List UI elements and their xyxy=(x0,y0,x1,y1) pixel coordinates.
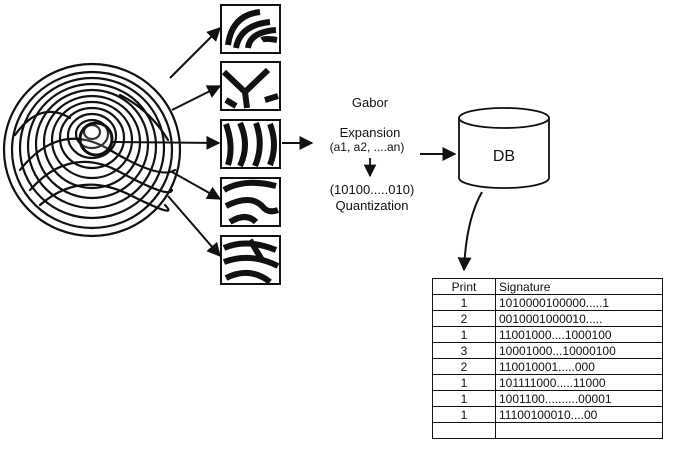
table-row: 3 10001000...10000100 xyxy=(432,342,663,359)
signature-cell: 1010000100000.....1 xyxy=(495,294,663,311)
gabor-patch-2 xyxy=(220,61,281,111)
table-row: 2 110010001.....000 xyxy=(432,358,663,375)
expansion-terms-label: (a1, a2, ....an) xyxy=(329,140,405,154)
gabor-patch-5 xyxy=(220,235,281,285)
print-cell: 2 xyxy=(432,358,496,375)
gabor-patch-4 xyxy=(220,177,281,227)
gabor-patch-3 xyxy=(220,119,281,169)
table-row: 1 1010000100000.....1 xyxy=(432,294,663,311)
table-row: 1 11001000....1000100 xyxy=(432,326,663,343)
print-column-header: Print xyxy=(432,278,496,295)
table-row: 1 11100100010....00 xyxy=(432,406,663,423)
signature-cell: 11001000....1000100 xyxy=(495,326,663,343)
table-row xyxy=(432,422,663,439)
table-row: 2 0010001000010..... xyxy=(432,310,663,327)
print-cell: 2 xyxy=(432,310,496,327)
gabor-patch-1 xyxy=(220,4,281,54)
expansion-label: Expansion xyxy=(339,125,401,140)
fingerprint-to-patches-arrows xyxy=(111,27,222,258)
signature-cell: 11100100010....00 xyxy=(495,406,663,423)
quantization-label: Quantization xyxy=(335,198,409,213)
print-cell: 1 xyxy=(432,326,496,343)
db-to-table-arrow xyxy=(457,191,483,272)
db-label: DB xyxy=(492,148,516,165)
signature-cell: 1001100..........00001 xyxy=(495,390,663,407)
signature-column-header: Signature xyxy=(495,278,663,295)
table-row: 1 1001100..........00001 xyxy=(432,390,663,407)
sample-region-circle xyxy=(78,121,114,157)
print-cell: 1 xyxy=(432,374,496,391)
table-row: 1 101111000.....11000 xyxy=(432,374,663,391)
print-cell: 1 xyxy=(432,406,496,423)
table-header-row: Print Signature xyxy=(432,278,663,295)
signature-cell: 10001000...10000100 xyxy=(495,342,663,359)
signature-cell: 0010001000010..... xyxy=(495,310,663,327)
fingerprint-image xyxy=(2,62,182,238)
print-cell xyxy=(432,422,496,439)
signature-cell: 110010001.....000 xyxy=(495,358,663,375)
print-cell: 3 xyxy=(432,342,496,359)
gabor-label: Gabor xyxy=(351,95,389,110)
signature-table: Print Signature 1 1010000100000.....1 2 … xyxy=(432,278,663,439)
database-cylinder-icon xyxy=(458,107,550,189)
print-cell: 1 xyxy=(432,294,496,311)
binary-code-label: (10100.....010) xyxy=(329,182,415,197)
signature-cell xyxy=(495,422,663,439)
print-cell: 1 xyxy=(432,390,496,407)
signature-cell: 101111000.....11000 xyxy=(495,374,663,391)
